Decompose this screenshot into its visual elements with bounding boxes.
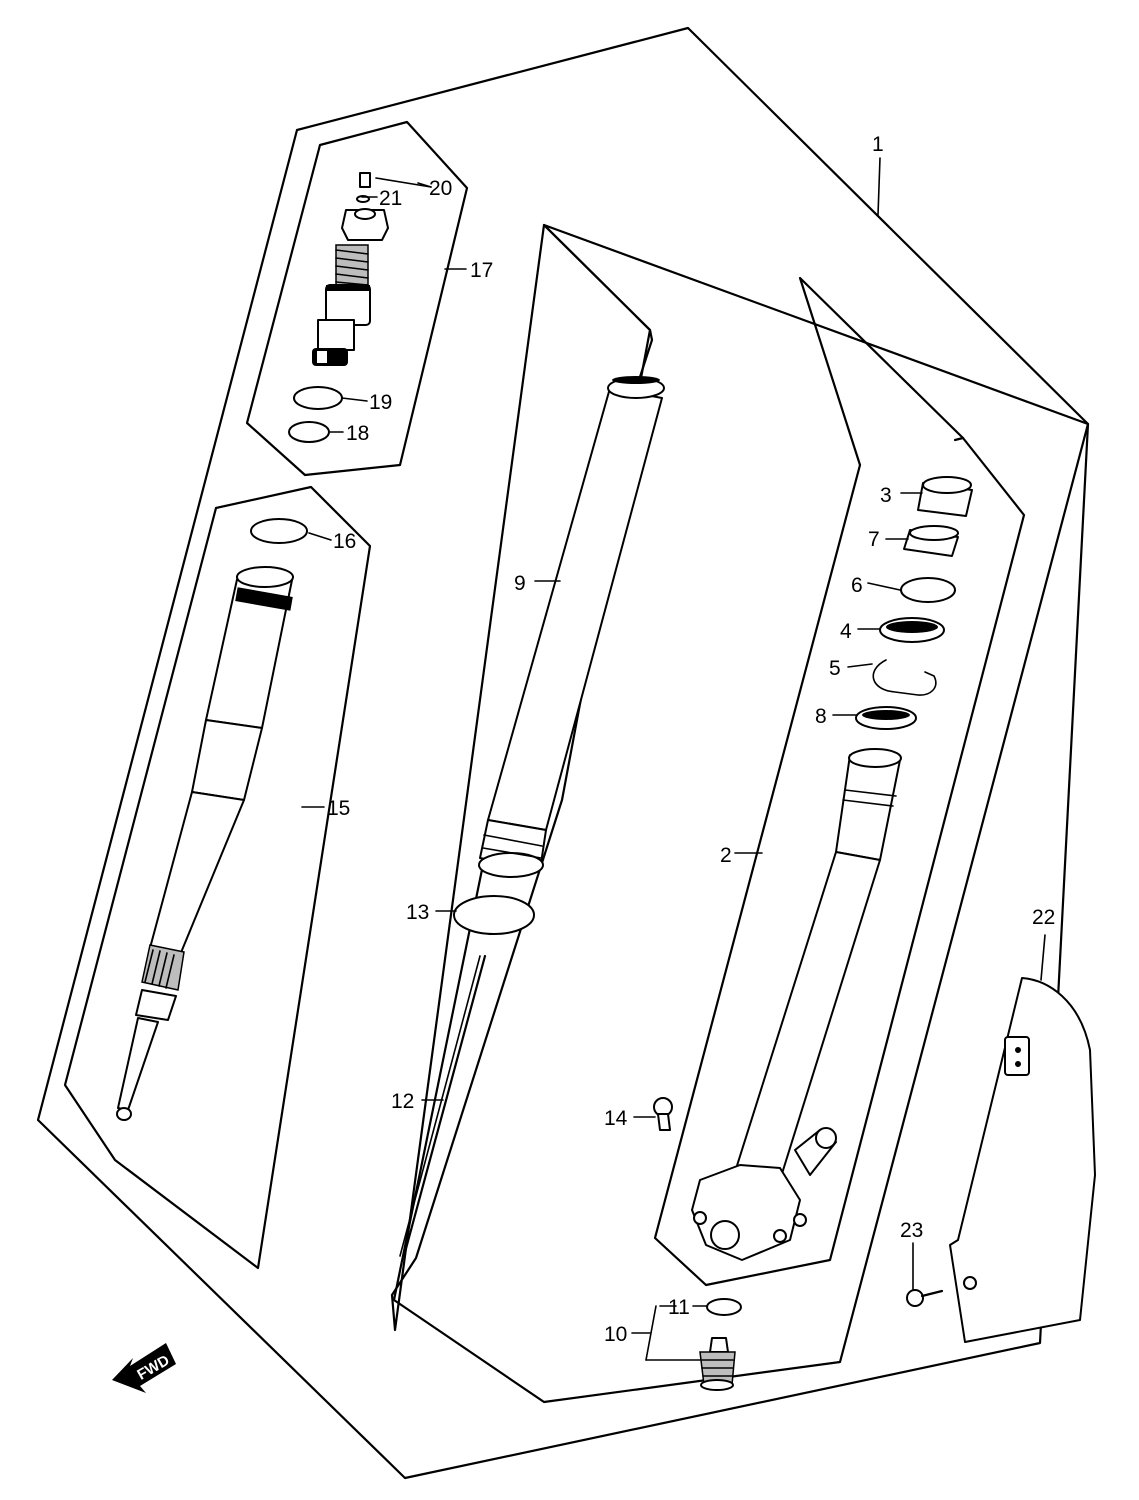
callout-3: 3 bbox=[880, 484, 892, 507]
o-ring-13 bbox=[453, 895, 535, 935]
callout-11: 11 bbox=[668, 1296, 690, 1319]
screw-23 bbox=[906, 1289, 944, 1307]
o-ring-16 bbox=[250, 518, 308, 544]
cartridge-spring bbox=[335, 244, 369, 286]
oil-seal-4 bbox=[879, 617, 945, 643]
leader-lines bbox=[301, 157, 1046, 1361]
bolt-14 bbox=[653, 1097, 673, 1131]
inner-tube-group-outline bbox=[63, 485, 372, 1270]
outer-tube-part bbox=[478, 376, 665, 878]
callout-8: 8 bbox=[815, 705, 827, 728]
callout-7: 7 bbox=[868, 528, 880, 551]
callout-23: 23 bbox=[900, 1219, 923, 1242]
callout-5: 5 bbox=[829, 657, 841, 680]
gasket-11 bbox=[706, 1298, 742, 1316]
callout-9: 9 bbox=[514, 572, 526, 595]
fwd-arrow-icon: FWD bbox=[112, 1343, 176, 1393]
callout-10: 10 bbox=[604, 1323, 627, 1346]
dust-seal-8 bbox=[855, 706, 917, 730]
callout-4: 4 bbox=[840, 620, 852, 643]
outer-tube-inner-frame bbox=[392, 223, 1090, 1404]
callout-22: 22 bbox=[1032, 906, 1055, 929]
callout-20: 20 bbox=[429, 177, 452, 200]
bushing-3 bbox=[917, 476, 973, 517]
lower-fork-leg-part bbox=[691, 748, 902, 1261]
rod-12 bbox=[402, 954, 487, 1258]
callout-2: 2 bbox=[720, 844, 732, 867]
bushing-7 bbox=[903, 525, 959, 557]
inner-tube-part bbox=[116, 518, 308, 1121]
divider-line bbox=[953, 436, 965, 442]
callout-18: 18 bbox=[346, 422, 369, 445]
callout-16: 16 bbox=[333, 530, 356, 553]
washer-6 bbox=[900, 577, 956, 603]
callout-15: 15 bbox=[327, 797, 350, 820]
drain-bolt-10 bbox=[699, 1337, 736, 1391]
assembly-boundary-outline bbox=[36, 26, 1090, 1480]
stopper-ring-5 bbox=[872, 659, 937, 696]
o-ring-18 bbox=[288, 421, 330, 443]
callout-1: 1 bbox=[872, 133, 884, 156]
lower-leg-group-outline bbox=[653, 276, 1026, 1287]
fork-guard-part bbox=[949, 977, 1096, 1343]
callout-14: 14 bbox=[604, 1107, 628, 1130]
callout-19: 19 bbox=[369, 391, 392, 414]
damper-cartridge-part bbox=[312, 172, 389, 366]
callout-13: 13 bbox=[406, 901, 429, 924]
cartridge-group-outline bbox=[245, 120, 469, 477]
callout-21: 21 bbox=[379, 187, 402, 210]
o-ring-19 bbox=[293, 386, 343, 410]
callout-17: 17 bbox=[470, 259, 493, 282]
callout-12: 12 bbox=[391, 1090, 414, 1113]
callout-6: 6 bbox=[851, 574, 863, 597]
